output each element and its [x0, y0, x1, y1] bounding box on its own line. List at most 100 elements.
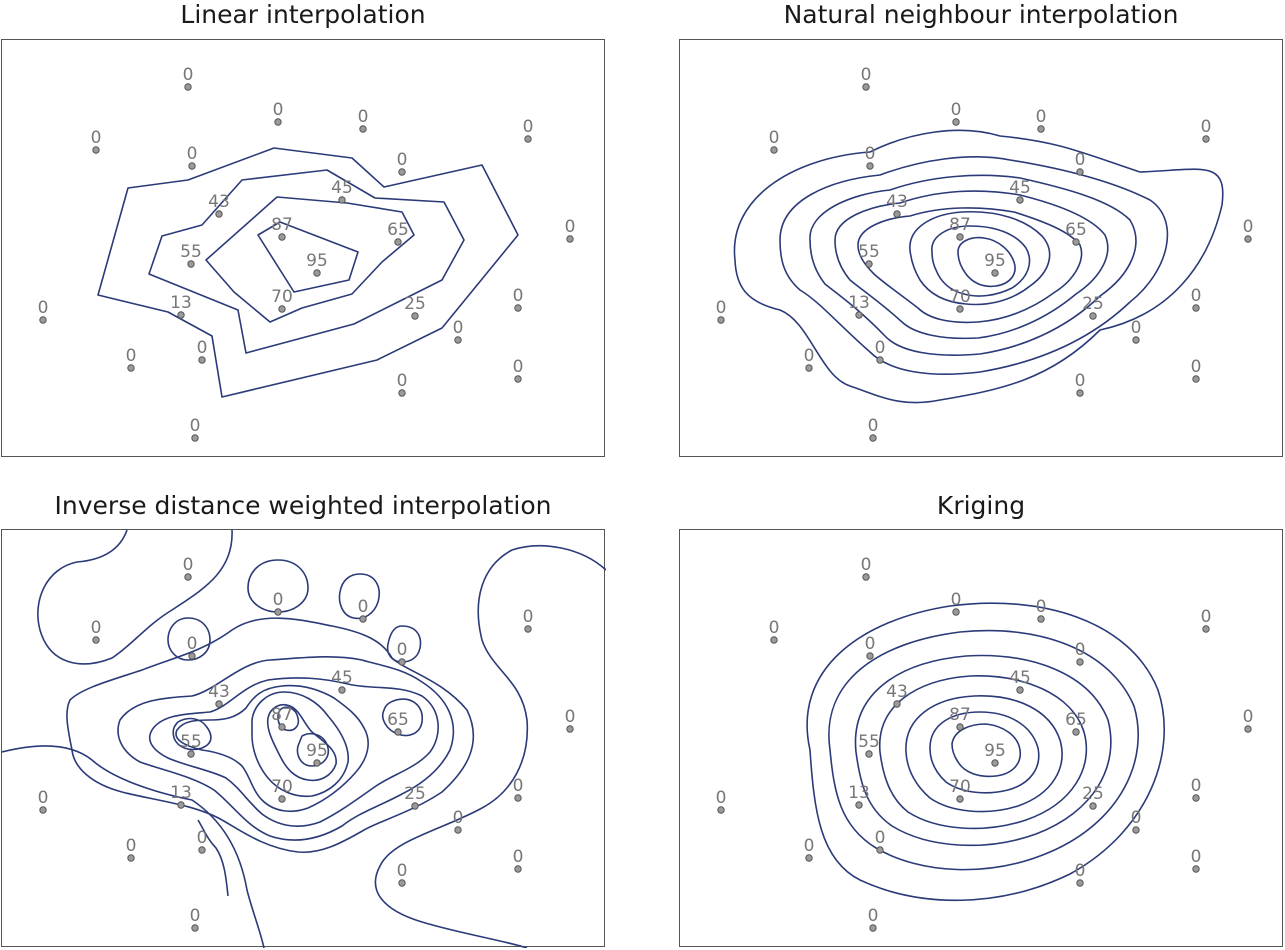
sample-value-label: 95: [306, 741, 328, 761]
sample-point: [198, 356, 206, 364]
sample-point: [313, 269, 321, 277]
sample-value-label: 0: [38, 788, 49, 808]
sample-point: [865, 750, 873, 758]
sample-point: [278, 723, 286, 731]
sample-value-label: 0: [358, 107, 369, 127]
sample-point: [514, 865, 522, 873]
sample-point: [956, 723, 964, 731]
sample-point: [313, 759, 321, 767]
sample-point: [1202, 625, 1210, 633]
sample-value-label: 0: [397, 861, 408, 881]
sample-point: [188, 652, 196, 660]
sample-point: [1076, 658, 1084, 666]
sample-value-label: 0: [1201, 117, 1212, 137]
sample-value-label: 0: [1243, 217, 1254, 237]
sample-value-label: 0: [513, 286, 524, 306]
sample-point: [177, 311, 185, 319]
sample-value-label: 0: [865, 634, 876, 654]
sample-point: [717, 806, 725, 814]
sample-value-label: 13: [848, 293, 870, 313]
contour-line: [929, 711, 1040, 794]
contour-line: [338, 573, 380, 620]
sample-point: [1244, 725, 1252, 733]
contour-line: [834, 190, 1109, 340]
sample-point: [956, 795, 964, 803]
sample-value-label: 55: [180, 242, 202, 262]
sample-point: [956, 233, 964, 241]
sample-point: [869, 924, 877, 932]
sample-point: [1037, 125, 1045, 133]
sample-value-label: 70: [271, 777, 293, 797]
sample-value-label: 0: [1191, 357, 1202, 377]
contour-line: [251, 691, 350, 798]
sample-point: [1089, 312, 1097, 320]
sample-point: [215, 210, 223, 218]
sample-point: [198, 846, 206, 854]
natural-contours: [733, 129, 1224, 404]
sample-point: [188, 162, 196, 170]
sample-point: [92, 636, 100, 644]
contour-line: [296, 732, 330, 767]
sample-point: [191, 434, 199, 442]
sample-point: [398, 879, 406, 887]
sample-value-label: 0: [1075, 150, 1086, 170]
sample-value-label: 0: [716, 788, 727, 808]
sample-point: [184, 573, 192, 581]
contour-line: [779, 156, 1169, 375]
sample-value-label: 0: [1243, 707, 1254, 727]
contour-line: [733, 129, 1224, 404]
sample-value-label: 0: [513, 357, 524, 377]
sample-point: [1072, 728, 1080, 736]
sample-value-label: 43: [208, 192, 230, 212]
contour-line: [909, 210, 1051, 306]
sample-value-label: 0: [1036, 107, 1047, 127]
sample-value-label: 65: [1065, 710, 1087, 730]
sample-value-label: 55: [858, 242, 880, 262]
contour-line: [148, 677, 439, 827]
sample-point: [770, 146, 778, 154]
sample-value-label: 65: [1065, 220, 1087, 240]
sample-point: [92, 146, 100, 154]
contour-line: [277, 706, 300, 732]
sample-point: [1016, 196, 1024, 204]
sample-point: [1076, 168, 1084, 176]
sample-point: [191, 924, 199, 932]
sample-value-label: 0: [190, 906, 201, 926]
sample-point: [717, 316, 725, 324]
sample-value-label: 13: [848, 783, 870, 803]
sample-point: [524, 135, 532, 143]
sample-point: [893, 700, 901, 708]
contour-line: [374, 544, 606, 948]
contour-line: [828, 629, 1139, 871]
sample-point: [187, 750, 195, 758]
sample-value-label: 0: [861, 555, 872, 575]
sample-value-label: 0: [1075, 371, 1086, 391]
sample-point: [1192, 304, 1200, 312]
sample-value-label: 0: [453, 808, 464, 828]
sample-value-label: 25: [1082, 784, 1104, 804]
sample-point: [398, 389, 406, 397]
sample-value-label: 45: [331, 668, 353, 688]
sample-value-label: 70: [271, 287, 293, 307]
sample-value-label: 0: [1131, 318, 1142, 338]
contour-line: [931, 225, 1031, 297]
sample-value-label: 0: [358, 597, 369, 617]
sample-value-label: 0: [183, 555, 194, 575]
sample-value-label: 0: [397, 640, 408, 660]
panel-title-linear: Linear interpolation: [180, 0, 426, 29]
sample-point: [394, 728, 402, 736]
contour-line: [37, 530, 233, 665]
sample-value-label: 43: [886, 682, 908, 702]
sample-value-label: 0: [187, 634, 198, 654]
sample-point: [359, 125, 367, 133]
sample-value-label: 0: [523, 607, 534, 627]
sample-point: [770, 636, 778, 644]
sample-point: [805, 854, 813, 862]
sample-value-label: 0: [190, 416, 201, 436]
